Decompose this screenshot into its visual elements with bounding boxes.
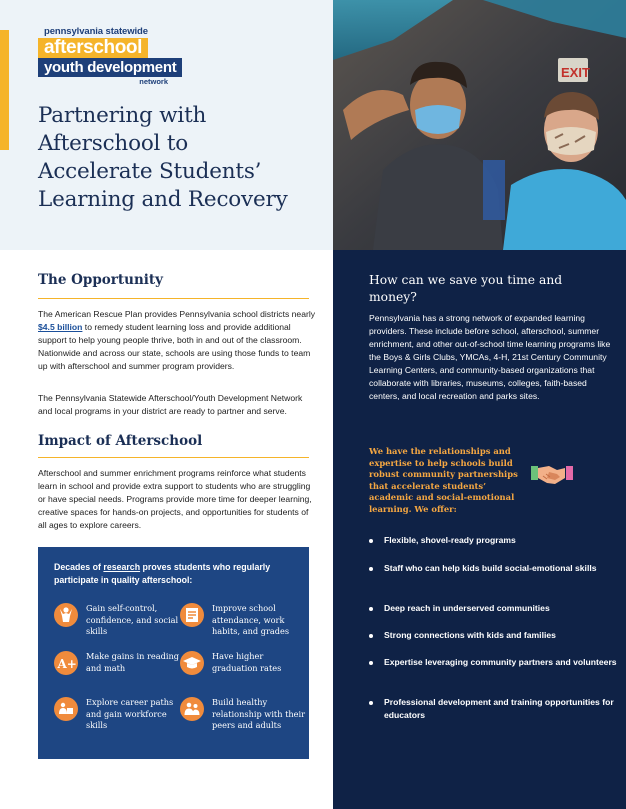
research-item: A+ Make gains in reading and math <box>54 651 179 691</box>
opportunity-paragraph-2: The Pennsylvania Statewide Afterschool/Y… <box>38 393 303 416</box>
impact-paragraph: Afterschool and summer enrichment progra… <box>38 468 312 530</box>
opp-text-b: to remedy student learning loss and prov… <box>38 322 311 371</box>
research-item-text: Build healthy relationship with their pe… <box>212 697 306 730</box>
offer-item: Deep reach in underserved communities <box>369 602 619 615</box>
research-title-a: Decades of <box>54 562 104 572</box>
logo-afterschool: afterschool <box>38 38 149 58</box>
network-paragraph: Pennsylvania has a strong network of exp… <box>369 313 611 401</box>
accent-bar <box>0 30 9 150</box>
logo-statewide: pennsylvania statewide <box>44 26 148 37</box>
offer-text: Expertise leveraging community partners … <box>384 657 617 667</box>
exit-sign: EXIT <box>561 65 590 80</box>
title-line: Afterschool to <box>38 131 189 156</box>
research-link[interactable]: research <box>103 562 141 572</box>
offer-text: Professional development and training op… <box>384 697 614 720</box>
a-plus-glyph: A+ <box>57 657 77 671</box>
offer-text: Strong connections with kids and familie… <box>384 630 556 640</box>
bullet <box>369 567 373 571</box>
bullet <box>369 539 373 543</box>
heading-rule <box>38 457 309 458</box>
logo-network: network <box>139 77 168 86</box>
impact-heading: Impact of Afterschool <box>38 433 203 449</box>
research-item-text: Gain self-control, confidence, and socia… <box>86 603 179 636</box>
title-line: Learning and Recovery <box>38 187 288 212</box>
handshake-icon <box>529 450 575 496</box>
offer-item: Professional development and training op… <box>369 696 619 722</box>
offer-item: Staff who can help kids build social-emo… <box>369 562 619 575</box>
opp-text-a: The American Rescue Plan provides Pennsy… <box>38 309 316 319</box>
hero-header: pennsylvania statewide afterschool youth… <box>0 0 333 250</box>
research-item: Improve school attendance, work habits, … <box>180 603 300 643</box>
offer-item: Flexible, shovel-ready programs <box>369 534 619 547</box>
research-item: Have higher graduation rates <box>180 651 300 691</box>
report-card-icon <box>180 603 204 627</box>
people-icon <box>180 697 204 721</box>
research-item: Gain self-control, confidence, and socia… <box>54 603 178 643</box>
bullet <box>369 634 373 638</box>
bullet <box>369 607 373 611</box>
left-column: The Opportunity The American Rescue Plan… <box>0 250 333 809</box>
research-item-text: Have higher graduation rates <box>212 651 282 673</box>
right-column: How can we save you time and money? Penn… <box>333 250 626 809</box>
page-title: Partnering with Afterschool to Accelerat… <box>38 102 328 214</box>
research-item-text: Improve school attendance, work habits, … <box>212 603 290 636</box>
a-plus-icon: A+ <box>54 651 78 675</box>
offer-item: Strong connections with kids and familie… <box>369 629 619 642</box>
bullet <box>369 661 373 665</box>
logo-youth-development: youth development <box>38 58 183 77</box>
research-item-text: Explore career paths and gain workforce … <box>86 697 174 730</box>
hero-photo: EXIT <box>333 0 626 250</box>
network-logo: pennsylvania statewide afterschool youth… <box>38 26 188 86</box>
research-item: Build healthy relationship with their pe… <box>180 697 305 737</box>
title-line: Partnering with <box>38 103 207 128</box>
graduation-cap-icon <box>180 651 204 675</box>
opportunity-paragraph-1: The American Rescue Plan provides Pennsy… <box>38 308 316 373</box>
research-item: Explore career paths and gain workforce … <box>54 697 174 737</box>
offer-text: Flexible, shovel-ready programs <box>384 535 516 545</box>
research-item-text: Make gains in reading and math <box>86 651 180 673</box>
title-line: Accelerate Students’ <box>38 159 262 184</box>
bullet <box>369 701 373 705</box>
photo-illustration: EXIT <box>333 0 626 250</box>
offer-text: Deep reach in underserved communities <box>384 603 550 613</box>
research-box: Decades of research proves students who … <box>38 547 309 759</box>
research-title-b: proves students who regularly participat… <box>54 562 271 585</box>
save-heading: How can we save you time and money? <box>369 273 563 304</box>
person-cheer-icon <box>54 603 78 627</box>
research-title: Decades of research proves students who … <box>54 561 294 587</box>
opportunity-heading: The Opportunity <box>38 272 163 288</box>
callout-text: We have the relationships and expertise … <box>369 446 518 514</box>
offer-text: Staff who can help kids build social-emo… <box>384 563 597 573</box>
career-icon <box>54 697 78 721</box>
heading-rule <box>38 298 309 299</box>
funding-link[interactable]: $4.5 billion <box>38 322 83 332</box>
offer-item: Expertise leveraging community partners … <box>369 656 619 669</box>
